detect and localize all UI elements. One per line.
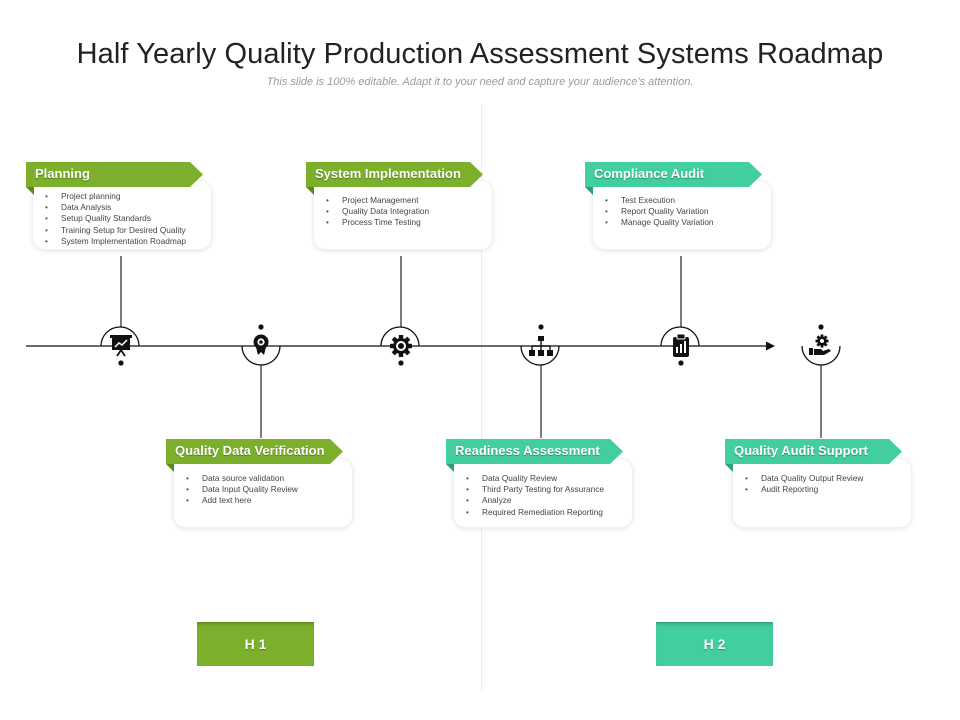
quality-audit-support-items: Data Quality Output Review Audit Reporti… <box>733 459 911 496</box>
milestone-card-system-implementation: Project Management Quality Data Integrat… <box>313 180 493 250</box>
list-item: Third Party Testing for Assurance <box>462 484 632 495</box>
milestone-banner-compliance-audit: Compliance Audit <box>585 162 762 187</box>
banner-fold <box>306 187 314 195</box>
gear-icon <box>390 335 412 357</box>
timeline-node-2 <box>241 324 281 438</box>
list-item: Quality Data Integration <box>322 206 492 217</box>
milestone-card-compliance-audit: Test Execution Report Quality Variation … <box>592 180 772 250</box>
milestone-banner-system-implementation: System Implementation <box>306 162 483 187</box>
list-item: Data source validation <box>182 473 352 484</box>
quality-data-verification-items: Data source validation Data Input Qualit… <box>174 459 352 507</box>
half-divider <box>481 104 482 690</box>
list-item: Analyze <box>462 495 632 506</box>
timeline-node-1 <box>100 256 140 366</box>
list-item: Project Management <box>322 195 492 206</box>
banner-fold <box>166 464 174 472</box>
list-item: Required Remediation Reporting <box>462 507 632 518</box>
list-item: Manage Quality Variation <box>601 217 771 228</box>
org-hierarchy-icon <box>529 336 553 356</box>
badge-ribbon-icon <box>253 334 269 355</box>
list-item: Process Time Testing <box>322 217 492 228</box>
milestone-banner-readiness-assessment: Readiness Assessment <box>446 439 623 464</box>
compliance-audit-items: Test Execution Report Quality Variation … <box>593 181 771 229</box>
list-item: Setup Quality Standards <box>41 213 211 224</box>
timeline-node-5 <box>660 256 700 366</box>
half-label-h2: H 2 <box>656 622 773 666</box>
milestone-card-quality-audit-support: Data Quality Output Review Audit Reporti… <box>732 458 912 528</box>
page-subtitle: This slide is 100% editable. Adapt it to… <box>266 76 694 88</box>
hand-gear-icon <box>809 334 831 355</box>
milestone-card-planning: Project planning Data Analysis Setup Qua… <box>32 180 212 250</box>
list-item: Data Quality Output Review <box>741 473 911 484</box>
half-label-h1: H 1 <box>197 622 314 666</box>
milestone-banner-quality-audit-support: Quality Audit Support <box>725 439 902 464</box>
list-item: Data Input Quality Review <box>182 484 352 495</box>
list-item: Report Quality Variation <box>601 206 771 217</box>
list-item: System Implementation Roadmap <box>41 236 211 247</box>
timeline-node-6 <box>801 324 841 438</box>
timeline-node-3 <box>380 256 420 366</box>
banner-fold <box>446 464 454 472</box>
list-item: Data Analysis <box>41 202 211 213</box>
page-title: Half Yearly Quality Production Assessmen… <box>76 38 884 70</box>
banner-fold <box>26 187 34 195</box>
timeline-arrow-head <box>766 341 775 351</box>
readiness-assessment-items: Data Quality Review Third Party Testing … <box>454 459 632 518</box>
timeline-node-4 <box>520 324 560 438</box>
list-item: Data Quality Review <box>462 473 632 484</box>
list-item: Project planning <box>41 191 211 202</box>
clipboard-chart-icon <box>673 333 689 357</box>
milestone-card-readiness-assessment: Data Quality Review Third Party Testing … <box>453 458 633 528</box>
system-implementation-items: Project Management Quality Data Integrat… <box>314 181 492 229</box>
list-item: Test Execution <box>601 195 771 206</box>
list-item: Add text here <box>182 495 352 506</box>
banner-fold <box>585 187 593 195</box>
milestone-banner-quality-data-verification: Quality Data Verification <box>166 439 343 464</box>
banner-fold <box>725 464 733 472</box>
presentation-board-icon <box>110 335 132 357</box>
milestone-banner-planning: Planning <box>26 162 203 187</box>
planning-items: Project planning Data Analysis Setup Qua… <box>33 181 211 247</box>
list-item: Training Setup for Desired Quality <box>41 225 211 236</box>
list-item: Audit Reporting <box>741 484 911 495</box>
milestone-card-quality-data-verification: Data source validation Data Input Qualit… <box>173 458 353 528</box>
